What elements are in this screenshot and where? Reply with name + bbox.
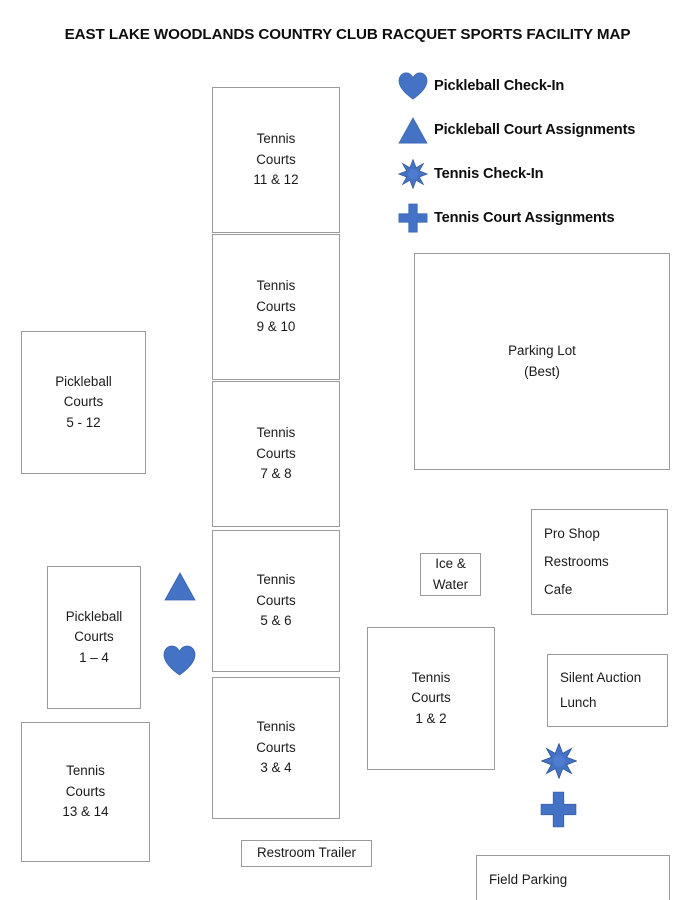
box-line: Courts <box>74 629 114 645</box>
box-line: Parking Lot <box>508 343 576 359</box>
box-line: 9 & 10 <box>256 319 296 335</box>
heart-icon <box>392 69 434 103</box>
box-line: Tennis <box>256 131 296 147</box>
box-pro-shop-services: Pro Shop Restrooms Cafe <box>531 509 668 615</box>
box-line: 1 – 4 <box>79 649 109 665</box>
box-line: Courts <box>256 298 296 314</box>
legend-item-label: Pickleball Check-In <box>434 78 565 94</box>
box-tennis-courts-3-4: Tennis Courts 3 & 4 <box>212 677 340 819</box>
box-line: Courts <box>256 592 296 608</box>
map-marker-pickleball-check-in <box>162 644 196 676</box>
map-legend: Pickleball Check-In Pickleball Court Ass… <box>392 64 692 240</box>
box-line: Pickleball <box>55 373 112 389</box>
cross-icon <box>540 791 577 828</box>
box-restroom-trailer: Restroom Trailer <box>241 840 372 867</box>
box-line: Tennis <box>256 278 296 294</box>
box-line: Courts <box>256 739 296 755</box>
star-icon <box>541 743 577 779</box>
legend-item-label: Tennis Court Assignments <box>434 210 615 226</box>
box-pickleball-courts-5-12: Pickleball Courts 5 - 12 <box>21 331 146 474</box>
box-tennis-courts-7-8: Tennis Courts 7 & 8 <box>212 381 340 527</box>
legend-item-tennis-check-in: Tennis Check-In <box>392 152 692 196</box>
box-line: Cafe <box>544 581 573 597</box>
box-line: 3 & 4 <box>260 760 292 776</box>
box-line: Tennis <box>411 669 451 685</box>
box-line: Tennis <box>66 763 105 779</box>
legend-item-label: Tennis Check-In <box>434 166 544 182</box>
map-marker-tennis-court-assignments <box>540 791 577 828</box>
map-marker-tennis-check-in <box>541 743 577 779</box>
box-line: Field Parking <box>489 871 568 887</box>
box-pickleball-courts-1-4: Pickleball Courts 1 – 4 <box>47 566 141 709</box>
box-tennis-courts-1-2: Tennis Courts 1 & 2 <box>367 627 495 770</box>
box-line: Pickleball <box>65 608 123 624</box>
box-line: Courts <box>411 690 451 706</box>
box-line: Restrooms <box>544 553 609 569</box>
box-line: 5 - 12 <box>66 414 101 430</box>
box-line: Tennis <box>256 572 296 588</box>
box-tennis-courts-9-10: Tennis Courts 9 & 10 <box>212 234 340 380</box>
box-line: (Best) <box>524 363 560 379</box>
box-line: 11 & 12 <box>253 172 299 188</box>
box-line: Courts <box>63 394 104 410</box>
box-ice-and-water: Ice & Water <box>420 553 481 596</box>
triangle-icon <box>392 113 434 147</box>
box-line: 5 & 6 <box>260 613 292 629</box>
box-line: Tennis <box>256 425 296 441</box>
box-tennis-courts-5-6: Tennis Courts 5 & 6 <box>212 530 340 672</box>
box-tennis-courts-13-14: Tennis Courts 13 & 14 <box>21 722 150 862</box>
box-line: 1 & 2 <box>415 710 447 726</box>
box-silent-auction-lunch: Silent Auction Lunch <box>547 654 668 727</box>
box-field-parking: Field Parking <box>476 855 670 900</box>
box-line: Silent Auction <box>560 669 642 685</box>
box-line: Ice & <box>435 556 466 572</box>
legend-item-label: Pickleball Court Assignments <box>434 122 636 138</box>
legend-item-pickleball-court-assignments: Pickleball Court Assignments <box>392 108 692 152</box>
box-parking-lot: Parking Lot (Best) <box>414 253 670 470</box>
box-line: Courts <box>256 151 296 167</box>
box-line: Water <box>432 576 469 592</box>
box-line: Pro Shop <box>544 525 600 541</box>
box-line: 7 & 8 <box>260 466 292 482</box>
page-title: EAST LAKE WOODLANDS COUNTRY CLUB RACQUET… <box>64 26 631 43</box>
triangle-icon <box>164 571 196 600</box>
box-tennis-courts-11-12: Tennis Courts 11 & 12 <box>212 87 340 233</box>
box-line: 13 & 14 <box>62 804 109 820</box>
box-line: Restroom Trailer <box>257 845 356 861</box>
map-marker-pickleball-court-assignments <box>164 571 196 601</box>
box-line: Lunch <box>560 695 597 711</box>
heart-icon <box>163 645 195 675</box>
cross-icon <box>392 201 434 235</box>
box-line: Courts <box>65 783 106 799</box>
star-icon <box>392 157 434 191</box>
legend-item-tennis-court-assignments: Tennis Court Assignments <box>392 196 692 240</box>
box-line: Tennis <box>256 719 296 735</box>
legend-item-pickleball-check-in: Pickleball Check-In <box>392 64 692 108</box>
box-line: Courts <box>256 445 296 461</box>
